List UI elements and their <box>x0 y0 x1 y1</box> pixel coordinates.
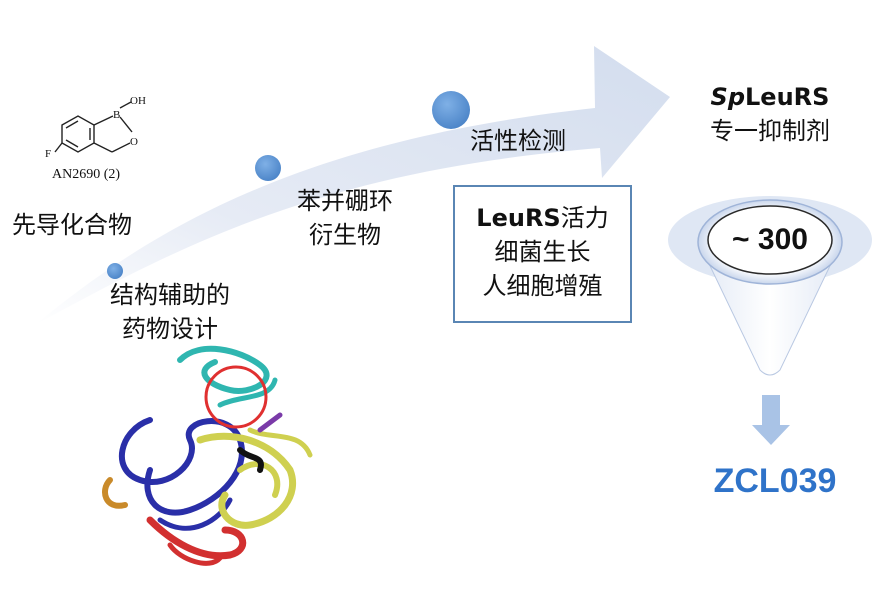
assay-activity: 活力 <box>560 204 609 232</box>
atom-f-label: F <box>45 148 52 160</box>
lead-compound-label: 先导化合物 <box>12 211 132 239</box>
assay-leurs: LeuRS <box>476 204 561 232</box>
stage-dot-1 <box>107 263 123 279</box>
atom-oh-label: OH <box>130 95 146 107</box>
screening-funnel <box>668 196 872 376</box>
progress-arrow <box>35 46 670 325</box>
inhibitor-title: SpLeuRS 专一抑制剂 <box>680 80 860 148</box>
protein-structure-image <box>102 345 313 566</box>
compound-label: AN2690 (2) <box>52 167 121 182</box>
stage-dot-2 <box>255 155 281 181</box>
assay-line1: LeuRS活力 <box>455 201 630 235</box>
derivatives-line2: 衍生物 <box>309 221 381 249</box>
result-compound: ZCL039 <box>713 462 837 500</box>
structure-design-line2: 药物设计 <box>122 315 218 343</box>
inhibitor-species: Sp <box>710 83 746 111</box>
chemical-structure <box>54 101 133 153</box>
derivatives-line1: 苯并硼环 <box>297 187 393 215</box>
assay-box: LeuRS活力 细菌生长 人细胞增殖 <box>453 185 632 323</box>
activity-test-label: 活性检测 <box>470 127 566 155</box>
stage-dot-3 <box>432 91 470 129</box>
structure-design-label: 结构辅助的 药物设计 <box>100 278 240 346</box>
funnel-count: ~ 300 <box>732 223 808 256</box>
atom-o-label: O <box>130 136 138 148</box>
inhibitor-target: LeuRS <box>745 83 830 111</box>
assay-line2: 细菌生长 <box>494 238 591 266</box>
atom-b-label: B <box>113 109 121 121</box>
derivatives-label: 苯并硼环 衍生物 <box>280 184 410 252</box>
assay-line3: 人细胞增殖 <box>482 272 603 300</box>
down-arrow <box>752 395 790 445</box>
structure-design-line1: 结构辅助的 <box>110 281 230 309</box>
inhibitor-line1: SpLeuRS <box>680 80 860 114</box>
inhibitor-line2: 专一抑制剂 <box>710 117 830 145</box>
